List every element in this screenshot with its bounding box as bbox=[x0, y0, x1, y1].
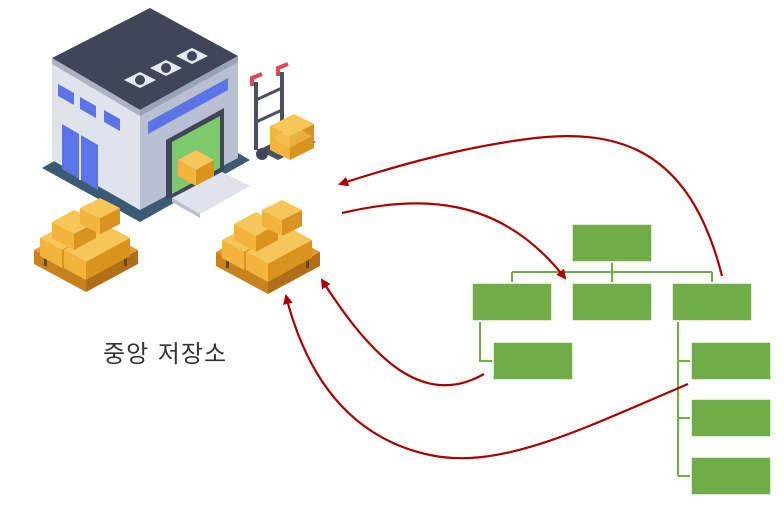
arrow-warehouse-to-center-node bbox=[341, 202, 567, 280]
arrow-right-child-to-pallet bbox=[283, 294, 689, 460]
org-node-right-child-3 bbox=[690, 456, 772, 496]
pallet-boxes-icon bbox=[34, 198, 138, 292]
org-node-level1-left bbox=[471, 282, 553, 322]
org-node-level1-right bbox=[671, 282, 753, 322]
arrow-left-child-to-pallet bbox=[320, 278, 485, 387]
arrow-right-node-to-warehouse bbox=[338, 135, 724, 277]
org-chart-connectors bbox=[479, 262, 713, 477]
pallet-boxes-icon bbox=[216, 200, 320, 294]
warehouse-icon bbox=[42, 8, 250, 222]
roof-fan-icon bbox=[124, 48, 208, 88]
org-node-right-child-2 bbox=[690, 398, 772, 438]
org-node-left-child bbox=[492, 341, 574, 381]
org-chart bbox=[471, 223, 772, 496]
hand-truck-icon bbox=[250, 62, 316, 160]
org-node-right-child-1 bbox=[690, 341, 772, 381]
org-node-level1-center bbox=[571, 282, 653, 322]
central-storage-caption: 중앙 저장소 bbox=[103, 340, 228, 368]
org-node-root bbox=[571, 223, 653, 263]
